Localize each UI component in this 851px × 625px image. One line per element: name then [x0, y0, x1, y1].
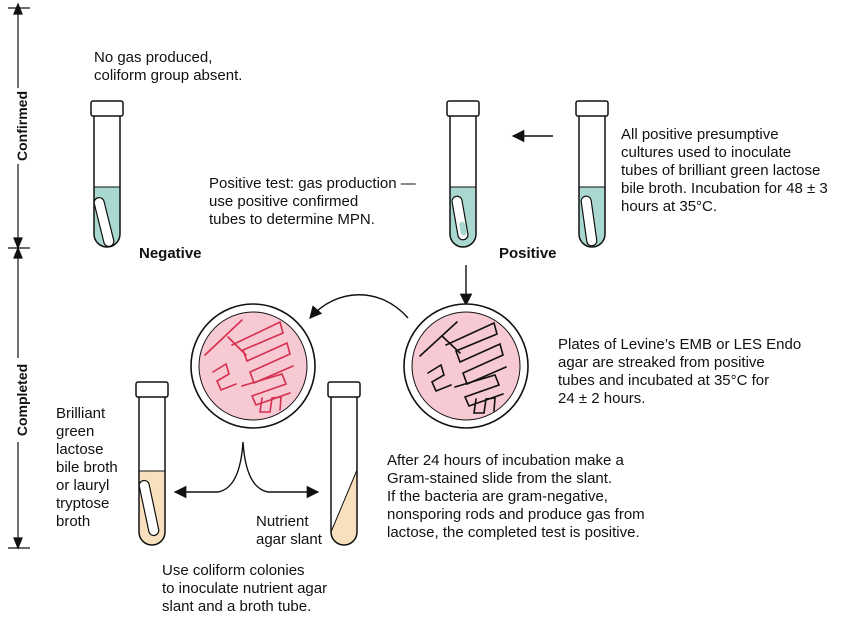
negative-tube [90, 100, 124, 248]
plate-right [403, 303, 529, 429]
plate-left [190, 303, 316, 429]
gram-stain-text: After 24 hours of incubation make a Gram… [387, 452, 645, 541]
positive-test-text: Positive test: gas production — use posi… [209, 175, 416, 228]
arrow-plate-to-plate [309, 294, 409, 319]
presumptive-tube [575, 100, 609, 248]
broth-tube [135, 381, 169, 546]
slant-text: Nutrient agar slant [256, 513, 322, 548]
slant-tube [327, 381, 361, 546]
positive-tube [446, 100, 480, 248]
broth-text: Brilliant green lactose bile broth or la… [56, 405, 118, 530]
positive-label: Positive [499, 245, 557, 262]
stage-label-completed: Completed [14, 358, 30, 442]
arrow-plate-to-tubes [173, 441, 320, 499]
presumptive-text: All positive presumptive cultures used t… [621, 126, 828, 215]
stage-bracket [8, 2, 30, 550]
negative-label: Negative [139, 245, 202, 262]
plates-text: Plates of Levine’s EMB or LES Endo agar … [558, 336, 802, 407]
colonies-text: Use coliform colonies to inoculate nutri… [162, 562, 328, 615]
stage-label-confirmed: Confirmed [14, 88, 30, 164]
no-gas-text: No gas produced, coliform group absent. [94, 49, 243, 84]
